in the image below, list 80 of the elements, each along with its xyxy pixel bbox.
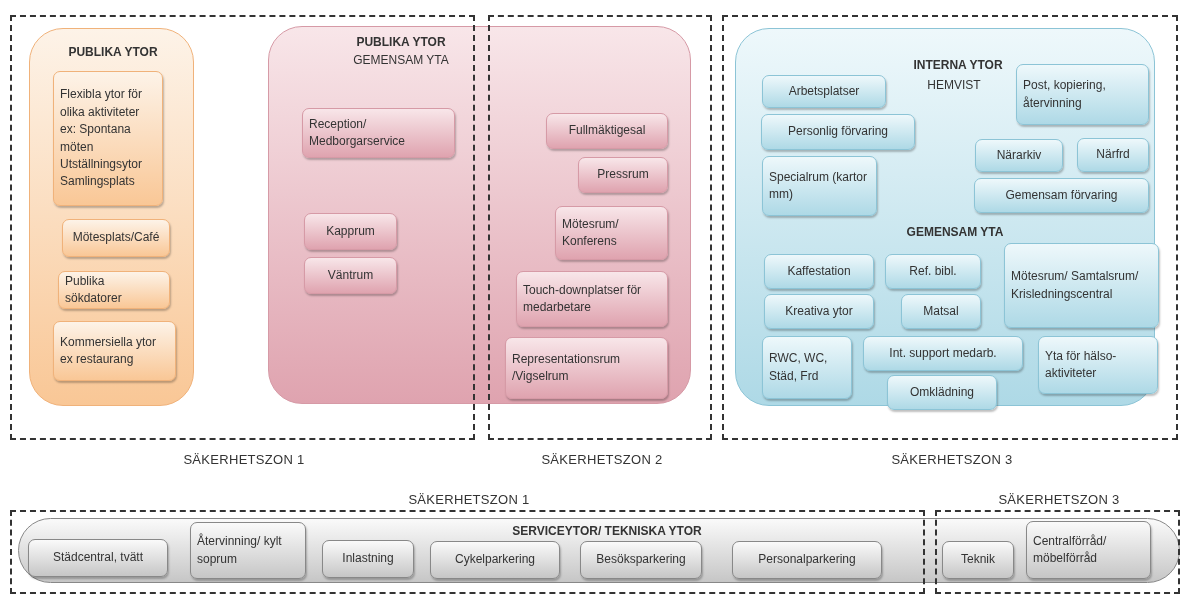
- room-label: Cykelparkering: [454, 551, 535, 569]
- room-label: Centralförråd/ möbelförråd: [1033, 532, 1108, 567]
- area-heading: GEMENSAM YTA: [353, 53, 449, 67]
- room-label: Ref. bibl.: [909, 262, 957, 280]
- room-label: Mötesplats/Café: [72, 229, 160, 247]
- room-box: [887, 375, 997, 410]
- room-box: [304, 257, 397, 294]
- room-label: Touch-downplatser för medarbetare: [523, 281, 643, 316]
- room-box: [974, 178, 1149, 213]
- room-label: Inlastning: [342, 550, 394, 568]
- room-label: Post, kopiering, återvinning: [1023, 77, 1107, 112]
- room-box: [1077, 138, 1149, 172]
- room-box: [1038, 336, 1158, 394]
- room-label: Närarkiv: [996, 146, 1042, 164]
- room-box: [975, 139, 1063, 172]
- room-box: [53, 71, 163, 206]
- room-box: [1004, 243, 1159, 328]
- room-box: [1016, 64, 1149, 125]
- room-box: [762, 156, 877, 216]
- area-panel: [29, 28, 194, 406]
- room-label: Arbetsplatser: [788, 82, 860, 100]
- room-label: Kapprum: [326, 222, 375, 240]
- room-label: Väntrum: [327, 266, 374, 284]
- room-label: Matsal: [923, 302, 959, 320]
- room-label: Pressrum: [597, 166, 649, 184]
- area-heading: SERVICEYTOR/ TEKNISKA YTOR: [512, 524, 702, 538]
- room-label: Personlig förvaring: [787, 123, 889, 141]
- room-label: Närfrd: [1096, 146, 1130, 164]
- zone-label: SÄKERHETSZON 3: [998, 492, 1120, 507]
- room-label: Mötesrum/ Konferens: [562, 215, 620, 250]
- room-label: Int. support medarb.: [889, 344, 997, 362]
- room-label: Städcentral, tvätt: [52, 549, 143, 567]
- room-box: [304, 213, 397, 250]
- room-label: Specialrum (kartor mm): [769, 168, 869, 203]
- area-heading: PUBLIKA YTOR: [356, 35, 446, 49]
- room-box: [58, 271, 170, 309]
- room-label: Återvinning/ kylt soprum: [197, 533, 283, 568]
- area-heading: GEMENSAM YTA: [906, 225, 1004, 239]
- room-label: Yta för hälso- aktiviteter: [1045, 347, 1118, 382]
- room-box: [885, 254, 981, 289]
- room-label: Representationsrum /Vigselrum: [512, 350, 622, 385]
- room-box: [430, 541, 560, 579]
- room-box: [942, 541, 1014, 579]
- room-box: [764, 254, 874, 289]
- room-box: [761, 114, 915, 150]
- room-box: [1026, 521, 1151, 579]
- area-heading: HEMVIST: [927, 78, 981, 92]
- zone-label: SÄKERHETSZON 1: [183, 452, 305, 467]
- room-box: [62, 219, 170, 257]
- room-label: Omklädning: [910, 383, 974, 401]
- room-label: Kreativa ytor: [785, 302, 853, 320]
- zone-label: SÄKERHETSZON 3: [891, 452, 1013, 467]
- room-box: [901, 294, 981, 329]
- zone-label: SÄKERHETSZON 1: [408, 492, 530, 507]
- room-label: Kaffestation: [787, 262, 851, 280]
- room-box: [863, 336, 1023, 371]
- room-label: Mötesrum/ Samtalsrum/ Krisledningscentral: [1011, 268, 1140, 303]
- room-label: Reception/ Medborgarservice: [309, 115, 407, 150]
- room-label: Fullmäktigesal: [568, 122, 646, 140]
- room-box: [762, 336, 852, 399]
- room-label: Besöksparkering: [596, 551, 686, 569]
- room-label: Flexibla ytor för olika aktiviteter ex: Spontana möten Utställningsytor Samlingsplats: [60, 86, 144, 191]
- room-box: [302, 108, 455, 158]
- room-label: Personalparkering: [758, 551, 856, 569]
- room-label: Teknik: [961, 551, 995, 569]
- room-label: RWC, WC, Städ, Frd: [769, 350, 829, 385]
- room-box: [580, 541, 702, 579]
- room-label: Kommersiella ytor ex restaurang: [60, 333, 158, 368]
- area-heading: INTERNA YTOR: [913, 58, 1003, 72]
- room-label: Gemensam förvaring: [1005, 186, 1118, 204]
- area-heading: PUBLIKA YTOR: [68, 45, 158, 59]
- room-box: [28, 539, 168, 577]
- room-box: [762, 75, 886, 108]
- room-box: [732, 541, 882, 579]
- room-box: [53, 321, 176, 381]
- room-box: [764, 294, 874, 329]
- room-label: Publika sökdatorer: [65, 272, 123, 307]
- zone-label: SÄKERHETSZON 2: [541, 452, 663, 467]
- room-box: [322, 540, 414, 578]
- room-box: [190, 522, 306, 579]
